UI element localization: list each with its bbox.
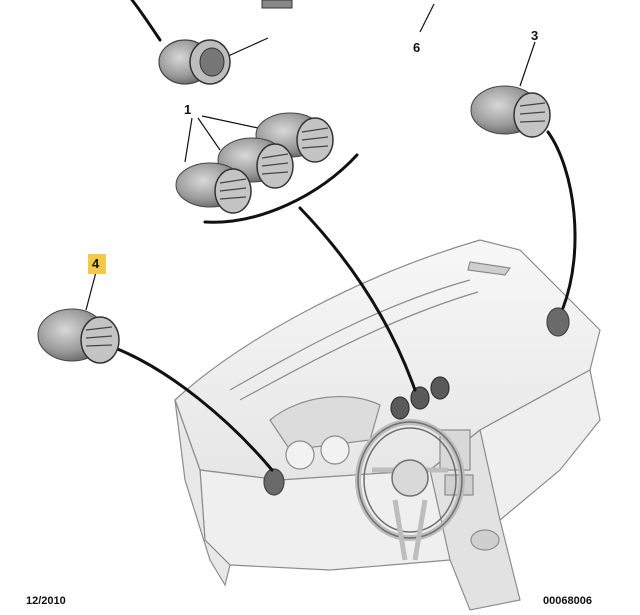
callout-leaders bbox=[85, 3, 536, 311]
callout-6: 6 bbox=[413, 40, 421, 55]
air-vent-icon bbox=[158, 0, 293, 85]
callout-1: 1 bbox=[184, 102, 192, 117]
callout-4: 4 bbox=[92, 256, 100, 271]
dashboard-icon bbox=[174, 239, 601, 611]
callout-4-highlight bbox=[88, 254, 106, 274]
air-vent-icon bbox=[37, 308, 120, 364]
footer-date: 12/2010 bbox=[26, 595, 66, 607]
callout-3: 3 bbox=[531, 28, 539, 43]
leader-lines bbox=[113, 0, 577, 472]
air-vent-icon bbox=[175, 112, 334, 214]
steering-wheel-icon bbox=[355, 419, 465, 561]
footer-reference: 00068006 bbox=[543, 595, 592, 607]
air-vent-icon bbox=[470, 85, 551, 138]
